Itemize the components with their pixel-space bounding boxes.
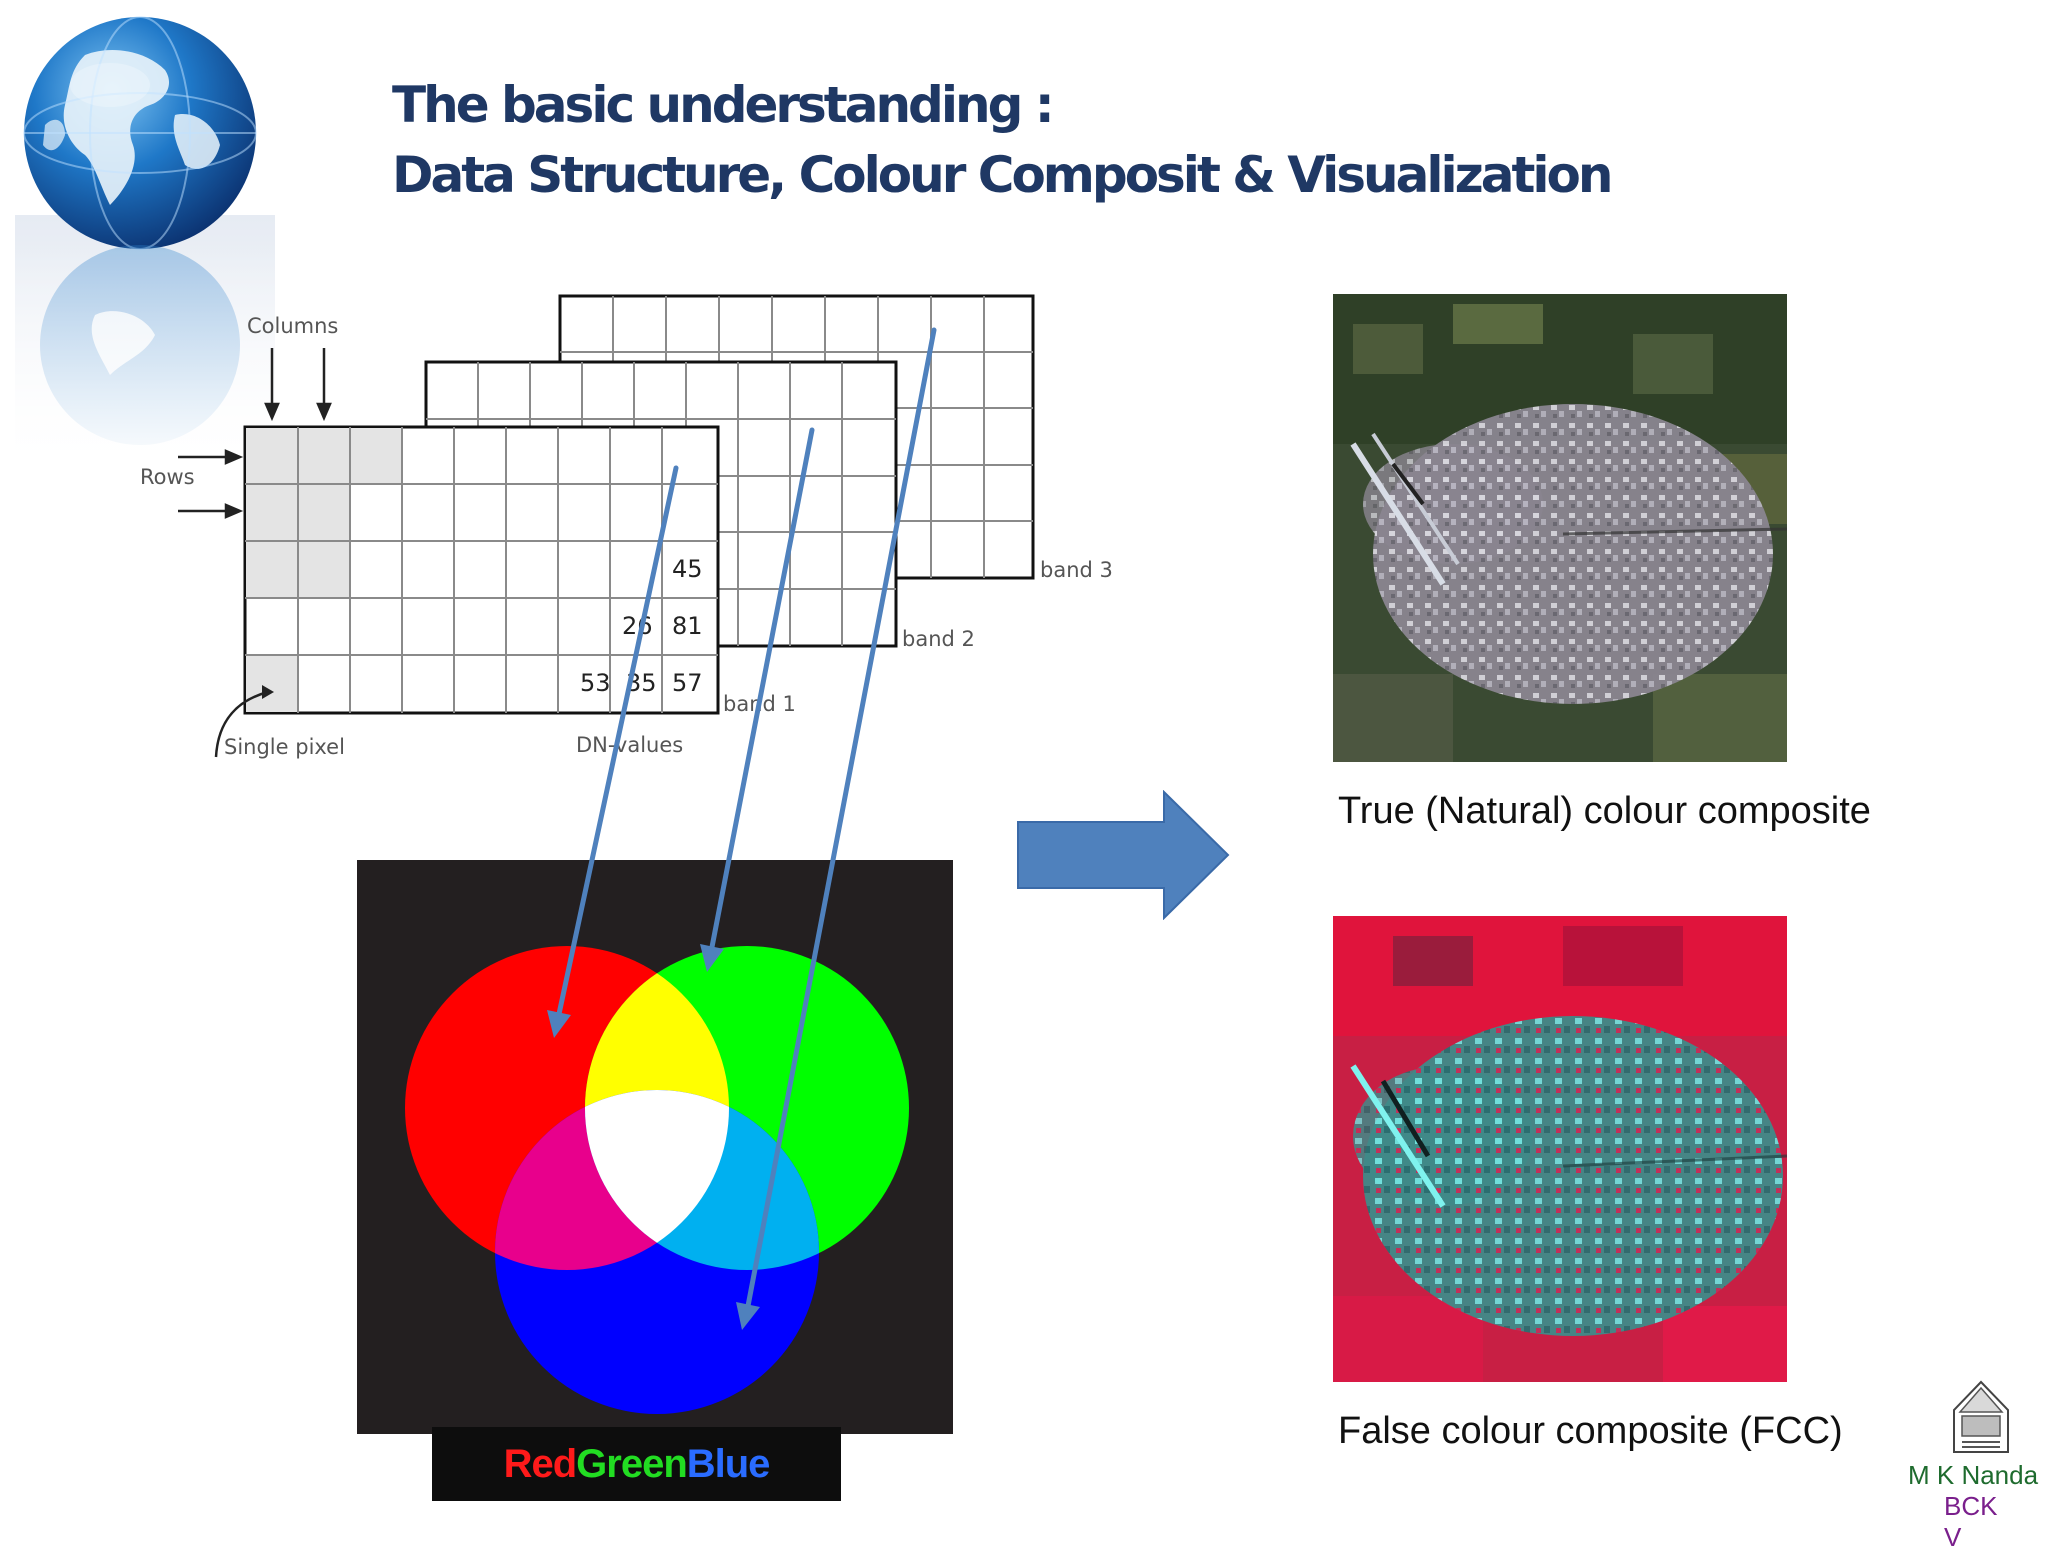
band-2-label: band 2 (902, 627, 975, 651)
university-logo-icon (1953, 1380, 2009, 1453)
true-colour-image (1333, 294, 1787, 762)
band-grid-diagram (178, 294, 1035, 758)
title-line-1: The basic understanding : (392, 76, 1055, 134)
green-label: Green (576, 1441, 688, 1486)
columns-label: Columns (247, 314, 339, 338)
true-colour-caption: True (Natural) colour composite (1338, 790, 1871, 832)
single-pixel-label: Single pixel (224, 735, 345, 759)
globe-icon (15, 16, 275, 475)
rows-label: Rows (140, 465, 195, 489)
blue-label: Blue (686, 1441, 771, 1486)
band-mapping-arrows (547, 327, 937, 1330)
signature-line-3: V (1944, 1522, 1962, 1552)
page-title: The basic understanding : Data Structure… (392, 70, 1613, 210)
right-arrow-icon (1017, 790, 1230, 920)
band-3-label: band 3 (1040, 558, 1113, 582)
title-line-2: Data Structure, Colour Composit & Visual… (392, 146, 1613, 204)
cell-value: 57 (672, 669, 703, 697)
false-colour-caption: False colour composite (FCC) (1338, 1410, 1843, 1452)
red-label: Red (503, 1441, 578, 1486)
signature-line-1: M K Nanda (1908, 1460, 2039, 1490)
signature-line-2: BCK (1944, 1491, 1998, 1521)
cell-value: 81 (672, 612, 703, 640)
cell-value: 45 (672, 555, 703, 583)
rgb-venn-diagram (357, 860, 953, 1434)
band-1-grid (243, 425, 720, 715)
false-colour-image (1333, 916, 1787, 1382)
dn-values-label: DN-values (576, 733, 684, 757)
cell-value: 53 (580, 669, 611, 697)
cell-value: 26 (622, 612, 653, 640)
